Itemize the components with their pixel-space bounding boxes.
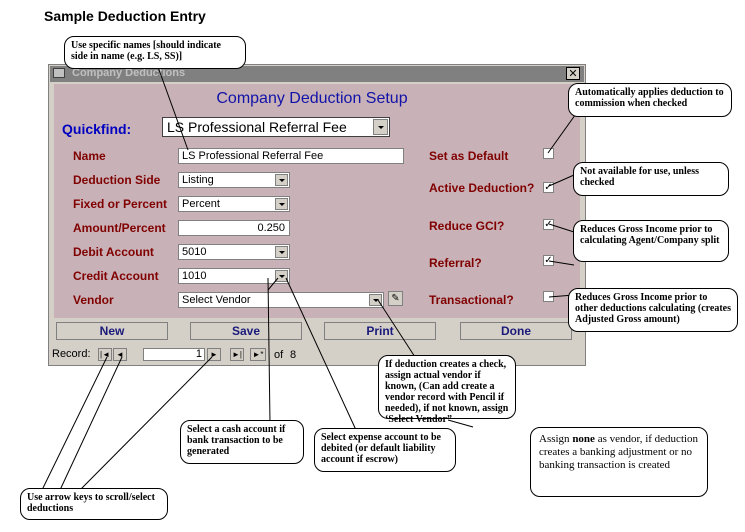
amount-percent-label: Amount/Percent: [73, 221, 166, 235]
callout-reduces-gci-split: Reduces Gross Income prior to calculatin…: [573, 220, 729, 262]
form-icon: [53, 68, 65, 78]
record-label: Record:: [52, 348, 91, 360]
quickfind-value: LS Professional Referral Fee: [167, 119, 347, 135]
deduction-side-label: Deduction Side: [73, 173, 161, 187]
close-button[interactable]: ✕: [566, 67, 580, 80]
reduce-gci-checkbox[interactable]: ✓: [543, 219, 554, 230]
document-title: Sample Deduction Entry: [44, 8, 206, 24]
referral-label: Referral?: [429, 256, 482, 270]
credit-account-select[interactable]: 1010: [178, 268, 290, 284]
debit-account-label: Debit Account: [73, 245, 154, 259]
fixed-or-percent-select[interactable]: Percent: [178, 196, 290, 212]
debit-account-select[interactable]: 5010: [178, 244, 290, 260]
callout-cash-account: Select a cash account if bank transactio…: [180, 420, 304, 464]
vendor-label: Vendor: [73, 293, 114, 307]
record-number-input[interactable]: 1: [143, 348, 205, 361]
callout-arrow-keys: Use arrow keys to scroll/select deductio…: [20, 488, 168, 520]
callout-vendor-check: If deduction creates a check, assign act…: [378, 355, 516, 425]
set-as-default-label: Set as Default: [429, 149, 509, 163]
print-button[interactable]: Print: [324, 322, 436, 340]
fixed-or-percent-label: Fixed or Percent: [73, 197, 168, 211]
callout-not-available: Not available for use, unless checked: [573, 162, 729, 196]
window-title: Company Deductions: [72, 67, 186, 79]
new-button[interactable]: New: [56, 322, 168, 340]
name-label: Name: [73, 149, 106, 163]
chevron-down-icon[interactable]: [275, 270, 288, 282]
callout-expense-account: Select expense account to be debited (or…: [314, 428, 456, 472]
record-total: 8: [290, 349, 297, 361]
first-record-button[interactable]: |◄: [98, 348, 112, 361]
vendor-select[interactable]: Select Vendor: [178, 292, 384, 308]
amount-percent-input[interactable]: 0.250: [178, 220, 290, 236]
referral-checkbox[interactable]: ✓: [543, 255, 554, 266]
next-record-button[interactable]: ►: [207, 348, 221, 361]
form-title: Company Deduction Setup: [216, 90, 408, 107]
new-record-button[interactable]: ►*: [250, 348, 266, 361]
pencil-icon[interactable]: ✎: [388, 291, 403, 306]
reduce-gci-label: Reduce GCI?: [429, 219, 505, 233]
chevron-down-icon[interactable]: [275, 174, 288, 186]
done-button[interactable]: Done: [460, 322, 572, 340]
active-deduction-label: Active Deduction?: [429, 181, 535, 195]
set-as-default-checkbox[interactable]: [543, 148, 554, 159]
callout-auto-apply: Automatically applies deduction to commi…: [568, 83, 732, 117]
quickfind-combo[interactable]: LS Professional Referral Fee: [162, 117, 390, 137]
name-input[interactable]: LS Professional Referral Fee: [178, 148, 404, 164]
callout-reduces-gci-adjusted: Reduces Gross Income prior to other dedu…: [568, 288, 738, 332]
last-record-button[interactable]: ►|: [230, 348, 244, 361]
chevron-down-icon[interactable]: [275, 198, 288, 210]
callout-specific-names: Use specific names [should indicate side…: [64, 36, 246, 69]
chevron-down-icon[interactable]: [373, 119, 388, 135]
save-button[interactable]: Save: [190, 322, 302, 340]
credit-account-label: Credit Account: [73, 269, 159, 283]
callout-vendor-none: Assign none as vendor, if deduction crea…: [530, 427, 708, 497]
deduction-side-select[interactable]: Listing: [178, 172, 290, 188]
chevron-down-icon[interactable]: [369, 294, 382, 306]
transactional-label: Transactional?: [429, 293, 514, 307]
quickfind-label: Quickfind:: [62, 121, 132, 137]
window-titlebar[interactable]: Company Deductions ✕: [50, 66, 584, 82]
active-deduction-checkbox[interactable]: ✓: [543, 182, 554, 193]
chevron-down-icon[interactable]: [275, 246, 288, 258]
record-of-text: of: [274, 349, 284, 361]
